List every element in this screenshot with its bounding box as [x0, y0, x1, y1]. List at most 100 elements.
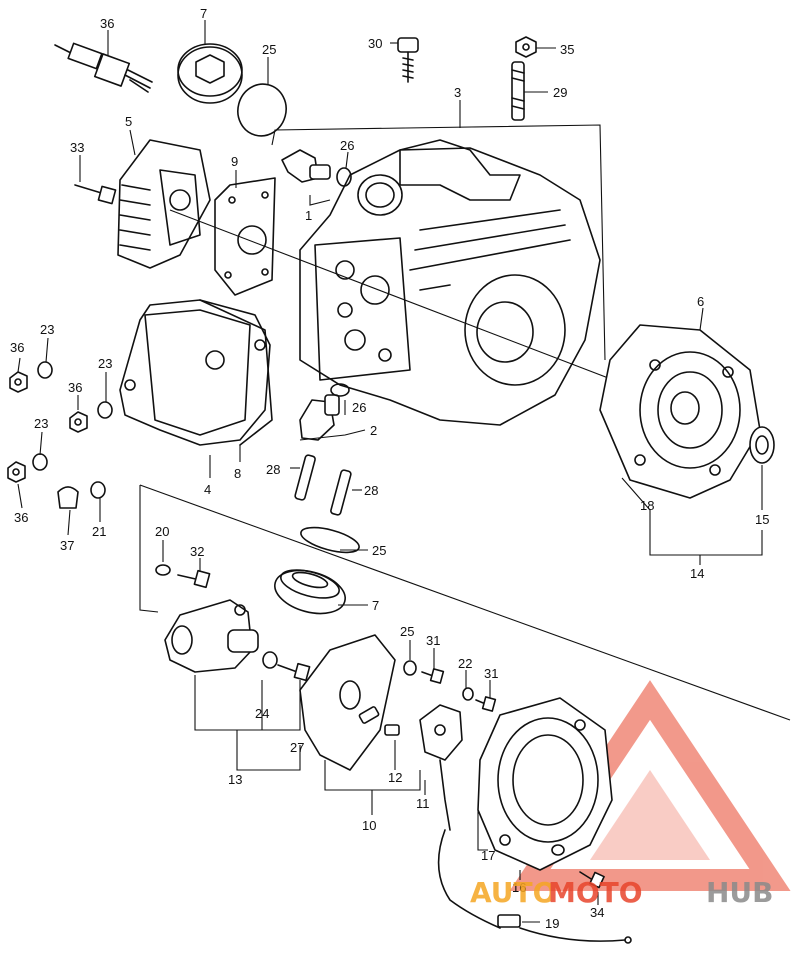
side-cover-5: [117, 139, 211, 269]
callout-5: 5: [125, 114, 132, 129]
oil-cap-top: [177, 43, 243, 104]
callout-32: 32: [190, 544, 204, 559]
callout-35: 35: [560, 42, 574, 57]
callout-30: 30: [368, 36, 382, 51]
callout-13: 13: [228, 772, 242, 787]
callout-14: 14: [690, 566, 704, 581]
callout-26-upper: 26: [340, 138, 354, 153]
tensioner-13: [164, 599, 259, 673]
bolt-31-a: [421, 668, 445, 684]
callout-19: 19: [545, 916, 559, 931]
o-ring-26-upper: [336, 167, 352, 187]
callout-26-lower: 26: [352, 400, 366, 415]
callout-18: 18: [640, 498, 654, 513]
lower-group-line: [139, 484, 791, 721]
callout-10: 10: [362, 818, 376, 833]
stud-29: [511, 61, 525, 121]
cap-nut-37: [57, 486, 79, 509]
bolt-34: [579, 871, 605, 889]
gasket-9: [214, 177, 276, 296]
left-group-line: [139, 485, 159, 613]
callout-12: 12: [388, 770, 402, 785]
callout-7-top: 7: [200, 6, 207, 21]
callout-16: 16: [512, 880, 526, 895]
nut-35: [515, 36, 537, 58]
callout-25-small: 25: [400, 624, 414, 639]
nut-36-b: [69, 411, 88, 433]
bolt-32: [177, 569, 211, 589]
callout-28-right: 28: [364, 483, 378, 498]
fitting-2: [299, 394, 340, 441]
bolt-27: [277, 662, 311, 682]
callout-34: 34: [590, 905, 604, 920]
callout-7-middle: 7: [372, 598, 379, 613]
fitting-1: [281, 149, 331, 183]
callout-31-a: 31: [426, 633, 440, 648]
housing-4: [119, 299, 271, 446]
callout-31-b: 31: [484, 666, 498, 681]
bolt-30: [397, 37, 419, 83]
callout-17: 17: [481, 848, 495, 863]
callout-27: 27: [290, 740, 304, 755]
callout-23-b: 23: [98, 356, 112, 371]
bolt-33: [74, 184, 117, 205]
callout-6: 6: [697, 294, 704, 309]
callout-20: 20: [155, 524, 169, 539]
callout-1: 1: [305, 208, 312, 223]
callout-2: 2: [370, 423, 377, 438]
callout-8: 8: [234, 466, 241, 481]
cap-7-middle: [274, 569, 346, 615]
callout-25-middle: 25: [372, 543, 386, 558]
callout-labels: 36 7 25 30 35 29 3 33 5 9 26 1 26 2 4 8 …: [10, 6, 769, 931]
stator-plate-10: [299, 634, 396, 771]
wire-harness: [437, 829, 632, 944]
callout-36-a: 36: [10, 340, 24, 355]
seal-15: [749, 426, 775, 464]
callout-4: 4: [204, 482, 211, 497]
washer-22: [462, 687, 474, 701]
stud-28-left: [294, 454, 316, 501]
callout-37: 37: [60, 538, 74, 553]
flywheel-cover-17: [477, 697, 613, 871]
watermark-text: AUTO MOTO HUB: [470, 876, 774, 909]
washer-23-b: [97, 401, 113, 419]
stud-28-right: [330, 469, 352, 516]
nut-36-a: [9, 371, 28, 393]
watermark-auto: AUTO: [470, 876, 556, 909]
callout-25-top: 25: [262, 42, 276, 57]
o-ring-25-middle: [300, 526, 360, 554]
callout-22: 22: [458, 656, 472, 671]
callout-23-a: 23: [40, 322, 54, 337]
callout-15: 15: [755, 512, 769, 527]
o-ring-26-lower: [330, 383, 350, 397]
cylinder-head-group-line: [271, 124, 606, 361]
callout-11: 11: [416, 796, 430, 811]
callout-29: 29: [553, 85, 567, 100]
gasket-8: [199, 299, 273, 446]
callout-36-c: 36: [14, 510, 28, 525]
washer-23-c: [32, 453, 48, 471]
bolt-31-b: [475, 696, 497, 712]
callout-leaders: [17, 20, 763, 923]
washer-24: [262, 651, 278, 669]
callout-36-spark-plug: 36: [100, 16, 114, 31]
callout-3: 3: [454, 85, 461, 100]
washer-25-small: [403, 660, 417, 676]
callout-36-b: 36: [68, 380, 82, 395]
watermark-hub: HUB: [706, 876, 774, 909]
nut-36-c: [7, 461, 26, 483]
watermark-moto: MOTO: [548, 876, 643, 909]
washer-20: [155, 564, 171, 576]
spark-plug: [54, 42, 153, 93]
callout-33: 33: [70, 140, 84, 155]
cylinder-head-3: [299, 139, 601, 426]
washer-21: [90, 481, 106, 499]
cover-6: [599, 324, 761, 499]
callout-24: 24: [255, 706, 269, 721]
o-ring-top: [237, 83, 287, 137]
grommet-16: [551, 844, 565, 856]
callout-21: 21: [92, 524, 106, 539]
callout-23-c: 23: [34, 416, 48, 431]
key-12: [384, 724, 400, 736]
